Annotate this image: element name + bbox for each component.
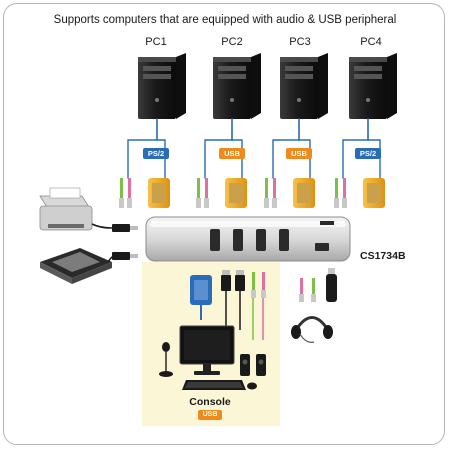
pc3-tower: [280, 53, 328, 119]
pc4-connectors: [334, 178, 385, 208]
scanner-icon: [40, 248, 112, 284]
pc2-connectors: [196, 178, 247, 208]
console-label: Console: [189, 396, 231, 408]
usb-peripheral-cables: [91, 223, 138, 263]
pc4-port-badge: PS/2: [355, 148, 381, 159]
pc2-port-badge: USB: [219, 148, 245, 159]
pc1-tower: [138, 53, 186, 119]
pc-cable-bundles: [127, 118, 381, 179]
headset-audio-jacks: [299, 278, 316, 302]
headset-icon: [291, 316, 333, 343]
console-port-badge: USB: [198, 410, 222, 420]
pc3-port-badge: USB: [286, 148, 312, 159]
switch-model-label: CS1734B: [360, 250, 406, 262]
keyboard-icon: [182, 380, 246, 390]
console-audio-jacks: [251, 272, 266, 340]
pc2-tower: [213, 53, 261, 119]
pc1-connectors: [119, 178, 170, 208]
diagram-frame: [3, 3, 445, 445]
pc1-port-badge: PS/2: [143, 148, 169, 159]
pc1-label: PC1: [145, 36, 167, 48]
pc3-connectors: [264, 178, 315, 208]
console-vga-connector: [190, 275, 212, 320]
pc4-tower: [349, 53, 397, 119]
diagram-title: Supports computers that are equipped wit…: [53, 14, 397, 26]
monitor-icon: [179, 325, 235, 375]
usb-drive-icon: [326, 268, 337, 302]
pc3-label: PC3: [289, 36, 311, 48]
microphone-icon: [159, 342, 173, 377]
console-usb-cables: [221, 270, 245, 330]
kvm-switch: [145, 216, 351, 262]
pc4-label: PC4: [360, 36, 382, 48]
speakers-icon: [240, 354, 266, 376]
printer-icon: [39, 187, 93, 231]
mouse-icon: [247, 382, 257, 390]
pc2-label: PC2: [221, 36, 243, 48]
